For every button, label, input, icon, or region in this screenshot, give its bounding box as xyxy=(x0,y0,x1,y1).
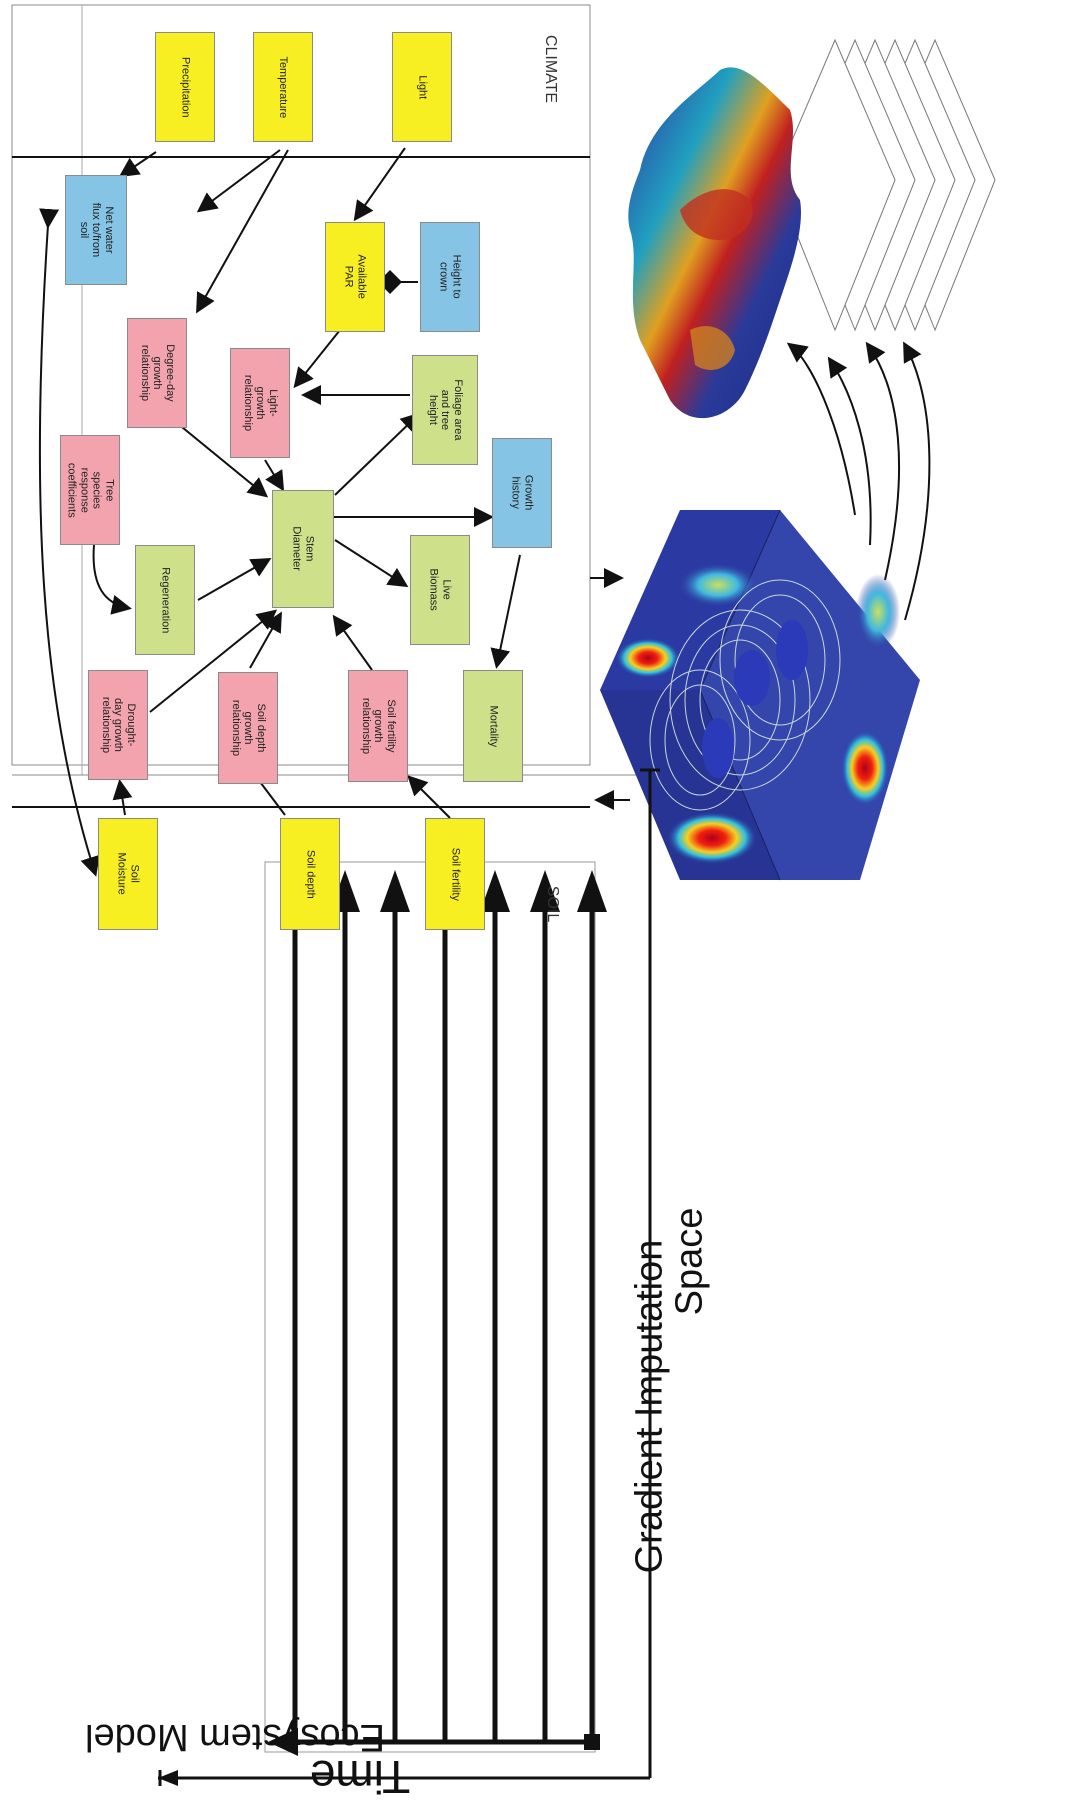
soil-label: SOIL xyxy=(544,885,561,923)
mortality-box: Mortality xyxy=(463,670,523,782)
cube-visualization xyxy=(600,509,920,881)
soil-depth-growth-box: Soil depth growth relationship xyxy=(218,672,278,784)
ecosystem-model-label: Ecosystem Model xyxy=(85,1716,385,1758)
light-box: Light xyxy=(392,32,452,142)
degree-day-box: Degree-day growth relationship xyxy=(127,318,187,428)
drought-day-box: Drought-day growth relationship xyxy=(88,670,148,780)
precipitation-box: Precipitation xyxy=(155,32,215,142)
climate-label: CLIMATE xyxy=(542,34,559,104)
soil-fertility-growth-box: Soil fertility growth relationship xyxy=(348,670,408,782)
temperature-box: Temperature xyxy=(253,32,313,142)
space-axis-label: Space xyxy=(668,1207,711,1316)
tree-species-box: Tree species response coefficients xyxy=(60,435,120,545)
soil-fertility-box: Soil fertility xyxy=(425,818,485,930)
time-space-chart xyxy=(158,768,660,1786)
terrain-stack-visualization xyxy=(628,38,996,419)
available-par-box: Available PAR xyxy=(325,222,385,332)
gradient-imputation-label: Gradient Imputation xyxy=(628,1239,671,1574)
growth-history-box: Growth history xyxy=(492,438,552,548)
net-water-flux-box: Net water flux to/from soil xyxy=(65,175,127,285)
live-biomass-box: Live Biomass xyxy=(410,535,470,645)
soil-depth-box: Soil depth xyxy=(280,818,340,930)
soil-moisture-box: Soil Moisture xyxy=(98,818,158,930)
time-axis-label: Time xyxy=(309,1751,411,1803)
height-to-crown-box: Height to crown xyxy=(420,222,480,332)
light-growth-box: Light-growth relationship xyxy=(230,348,290,458)
regeneration-box: Regeneration xyxy=(135,545,195,655)
foliage-box: Foliage area and tree height xyxy=(412,355,478,465)
stem-diameter-box: Stem Diameter xyxy=(272,490,334,608)
